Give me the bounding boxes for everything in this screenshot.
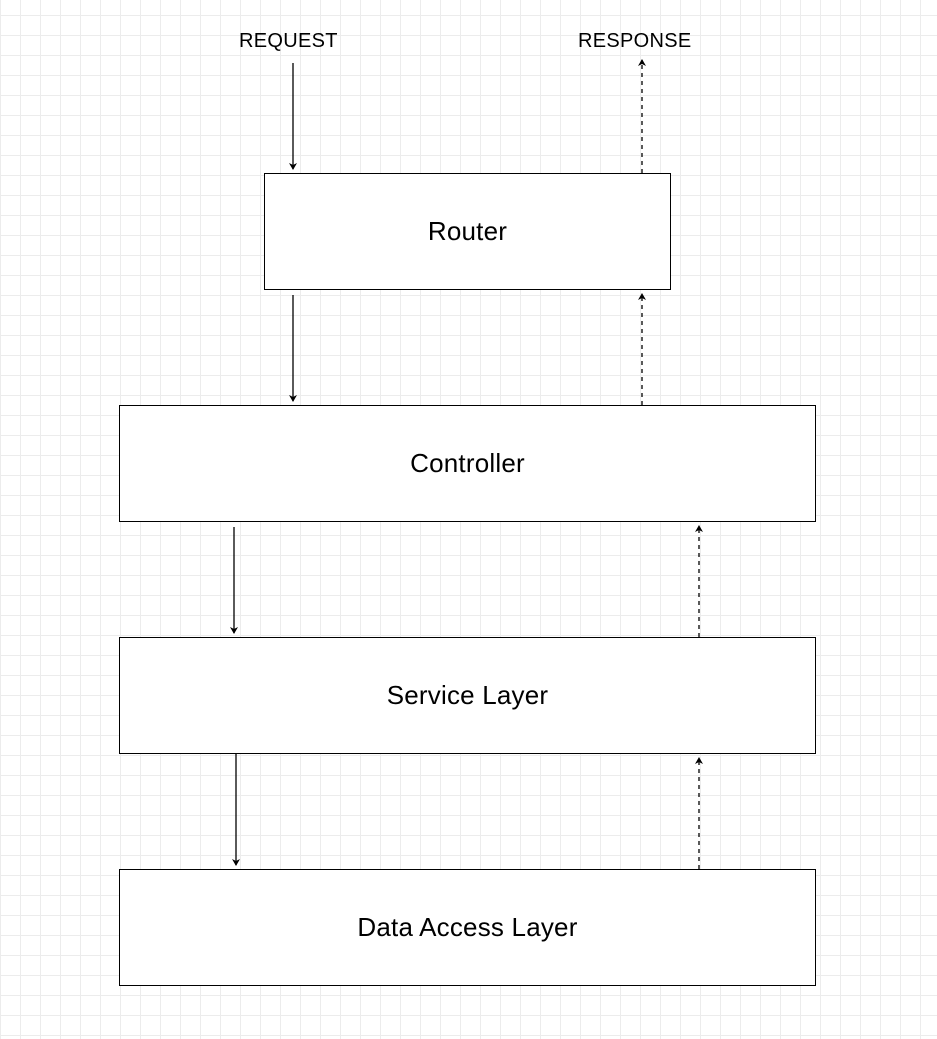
- data-access-layer-node[interactable]: Data Access Layer: [119, 869, 816, 986]
- controller-node[interactable]: Controller: [119, 405, 816, 522]
- data-access-layer-node-label: Data Access Layer: [357, 912, 578, 942]
- service-layer-node-label: Service Layer: [386, 680, 549, 710]
- router-node-label: Router: [427, 216, 508, 246]
- controller-node-label: Controller: [410, 448, 525, 478]
- router-node[interactable]: Router: [264, 173, 671, 290]
- service-layer-node[interactable]: Service Layer: [119, 637, 816, 754]
- request-label: REQUEST: [239, 30, 338, 52]
- response-label: RESPONSE: [578, 30, 692, 52]
